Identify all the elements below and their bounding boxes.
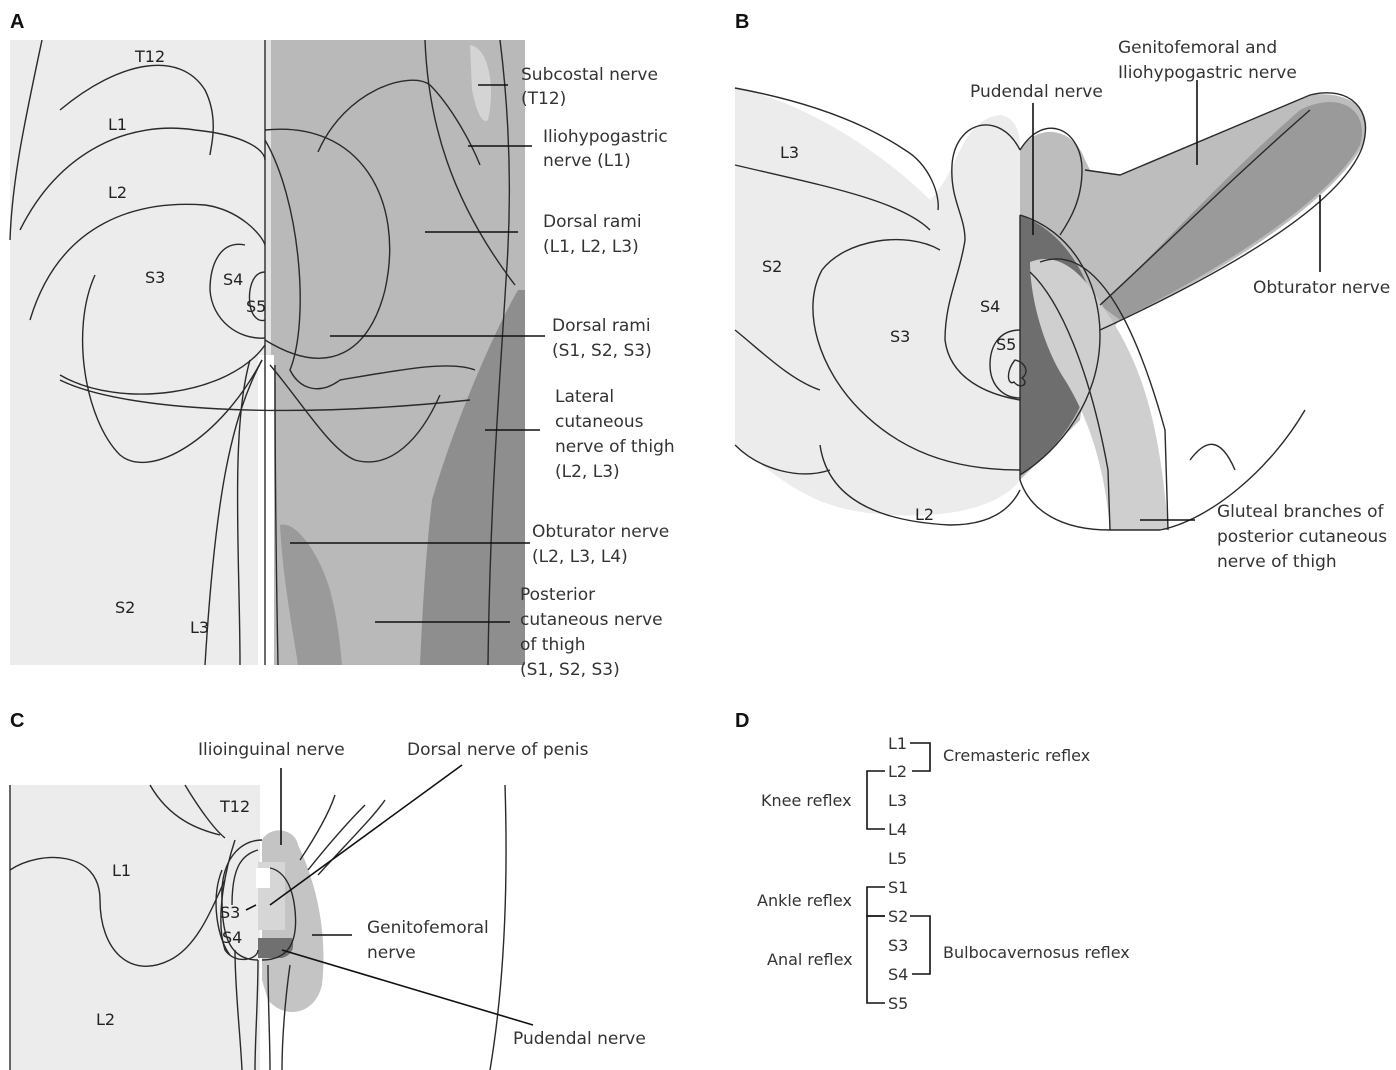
reflex-label-cremasteric: Cremasteric reflex [943, 746, 1090, 765]
dermatome-label: S2 [762, 257, 782, 276]
panel-d: D L1 L2 L3 L4 L5 S1 S2 S3 S4 S5 Cremaste… [735, 710, 1130, 1013]
dermatome-label: S5 [996, 335, 1016, 354]
knee-bracket [867, 771, 885, 829]
annotation-genitofemoral-nerve: Genitofemoral nerve [367, 918, 494, 963]
annotation-ilioinguinal-nerve: Ilioinguinal nerve [198, 740, 345, 760]
panel-a: A T12 L1 L2 S3 S4 S5 S2 [10, 11, 680, 680]
annotation-dorsal-rami-sacral: Dorsal rami (S1, S2, S3) [552, 316, 656, 361]
annotation-dorsal-nerve-of-penis: Dorsal nerve of penis [407, 740, 589, 760]
annotation-pudendal-nerve: Pudendal nerve [513, 1029, 646, 1049]
dermatome-label: L1 [112, 861, 131, 880]
dermatome-label: S5 [246, 297, 266, 316]
dermatome-label: S2 [115, 598, 135, 617]
dermatome-label: L2 [108, 183, 127, 202]
panel-b: B L3 S2 S4 S3 S5 L2 [735, 11, 1393, 572]
ankle-bracket [867, 887, 885, 916]
reflex-label-bulbocavernosus: Bulbocavernosus reflex [943, 943, 1130, 962]
annotation-obturator-nerve: Obturator nerve [1253, 278, 1390, 298]
pudendal-region [258, 938, 293, 958]
spinal-level-label: L4 [888, 820, 907, 839]
dermatome-label: L1 [108, 115, 127, 134]
anal-bracket [867, 916, 885, 1003]
reflex-label-ankle: Ankle reflex [757, 891, 852, 910]
bulbocavernosus-bracket [910, 916, 930, 974]
reflex-label-anal: Anal reflex [767, 950, 853, 969]
dermatome-side-region [735, 88, 1020, 516]
dermatome-label: S3 [145, 268, 165, 287]
spinal-level-label: L1 [888, 734, 907, 753]
spinal-level-label: S5 [888, 994, 908, 1013]
cremasteric-bracket [910, 743, 930, 771]
annotation-posterior-cutaneous-nerve: Posterior cutaneous nerve of thigh (S1, … [520, 585, 668, 680]
annotation-dorsal-rami-lumbar: Dorsal rami (L1, L2, L3) [543, 212, 647, 257]
dermatome-label: L3 [780, 143, 799, 162]
panel-c-label: C [10, 710, 24, 732]
dermatome-label: L3 [190, 618, 209, 637]
dermatome-label: T12 [134, 47, 165, 66]
panel-c: C T12 L1 S3 S4 L2 [10, 710, 646, 1070]
dermatome-label: L2 [915, 505, 934, 524]
spinal-level-label: S4 [888, 965, 908, 984]
spinal-level-label: L2 [888, 762, 907, 781]
dermatome-label: S3 [220, 903, 240, 922]
annotation-lateral-cutaneous-nerve: Lateral cutaneous nerve of thigh (L2, L3… [555, 387, 680, 482]
panel-a-label: A [10, 11, 24, 33]
panel-d-label: D [735, 710, 749, 732]
spinal-level-label: S3 [888, 936, 908, 955]
annotation-iliohypogastric-nerve: Iliohypogastric nerve (L1) [543, 127, 673, 171]
dermatome-label: S4 [980, 297, 1000, 316]
annotation-subcostal-nerve: Subcostal nerve (T12) [521, 65, 663, 109]
annotation-gluteal-branches: Gluteal branches of posterior cutaneous … [1217, 502, 1393, 572]
annotation-genitofemoral-iliohypogastric: Genitofemoral and Iliohypogastric nerve [1118, 38, 1297, 83]
annotation-pudendal-nerve: Pudendal nerve [970, 82, 1103, 102]
dermatome-label: T12 [219, 797, 250, 816]
spinal-level-label: S2 [888, 907, 908, 926]
gluteal-cleft [258, 355, 274, 665]
dermatome-label: S4 [222, 928, 242, 947]
spinal-level-label: L3 [888, 791, 907, 810]
annotation-obturator-nerve: Obturator nerve (L2, L3, L4) [532, 522, 675, 567]
reflex-label-knee: Knee reflex [761, 791, 852, 810]
dermatome-label: S4 [223, 270, 243, 289]
dermatome-label: L2 [96, 1010, 115, 1029]
panel-b-label: B [735, 11, 749, 33]
dermatome-label: S3 [890, 327, 910, 346]
spinal-level-label: S1 [888, 878, 908, 897]
spinal-level-label: L5 [888, 849, 907, 868]
dermatome-side-region [10, 40, 265, 665]
